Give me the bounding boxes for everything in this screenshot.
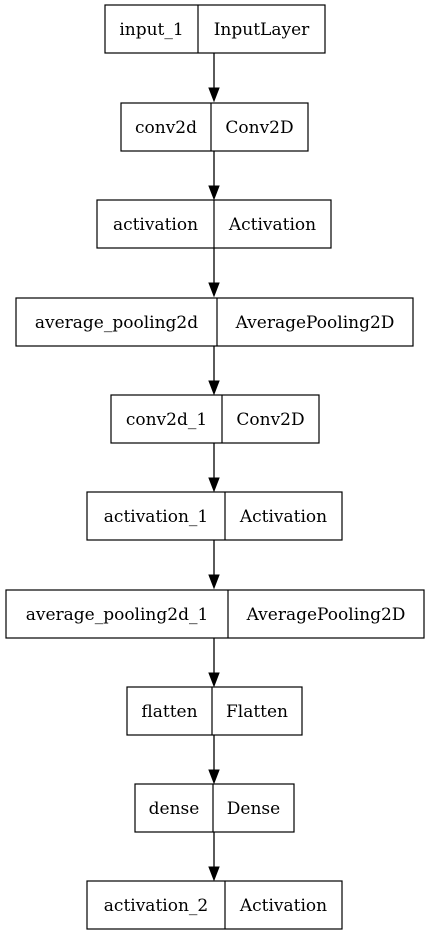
edge-7	[208, 735, 220, 785]
layer-name: activation_2	[104, 896, 208, 916]
edges	[208, 53, 220, 882]
layer-node-average-pooling2d-1: average_pooling2d_1 AveragePooling2D	[5, 589, 425, 639]
layer-node-dense: dense Dense	[134, 783, 295, 833]
layer-type: InputLayer	[214, 20, 310, 40]
layer-node-activation: activation Activation	[96, 199, 332, 249]
layer-name: flatten	[141, 702, 197, 722]
layer-node-average-pooling2d: average_pooling2d AveragePooling2D	[15, 297, 414, 347]
layer-type: Conv2D	[236, 410, 304, 430]
edge-0	[208, 53, 220, 103]
layer-type: Activation	[239, 507, 327, 527]
layer-type: Conv2D	[225, 118, 293, 138]
layer-node-conv2d: conv2d Conv2D	[120, 102, 309, 152]
layer-type: Flatten	[226, 702, 288, 722]
layer-type: AveragePooling2D	[235, 313, 395, 333]
edge-2	[208, 248, 220, 298]
layer-name: conv2d_1	[126, 410, 207, 430]
edge-8	[208, 832, 220, 882]
layer-type: Dense	[227, 799, 280, 819]
layer-node-conv2d-1: conv2d_1 Conv2D	[110, 394, 320, 444]
layer-name: conv2d	[135, 118, 197, 138]
layer-type: Activation	[228, 215, 316, 235]
edge-6	[208, 638, 220, 688]
edge-5	[208, 540, 220, 590]
edge-3	[208, 346, 220, 396]
edge-4	[208, 443, 220, 493]
layer-name: activation_1	[104, 507, 208, 527]
layer-node-input-1: input_1 InputLayer	[104, 4, 326, 54]
layer-name: input_1	[119, 20, 183, 40]
layer-name: average_pooling2d	[35, 313, 198, 333]
layer-name: average_pooling2d_1	[26, 605, 209, 625]
layer-node-flatten: flatten Flatten	[126, 686, 303, 736]
layer-node-activation-2: activation_2 Activation	[86, 880, 343, 930]
layer-name: dense	[149, 799, 200, 819]
layer-type: AveragePooling2D	[246, 605, 406, 625]
layer-type: Activation	[239, 896, 327, 916]
edge-1	[208, 151, 220, 201]
layer-name: activation	[113, 215, 198, 235]
layer-node-activation-1: activation_1 Activation	[86, 491, 343, 541]
